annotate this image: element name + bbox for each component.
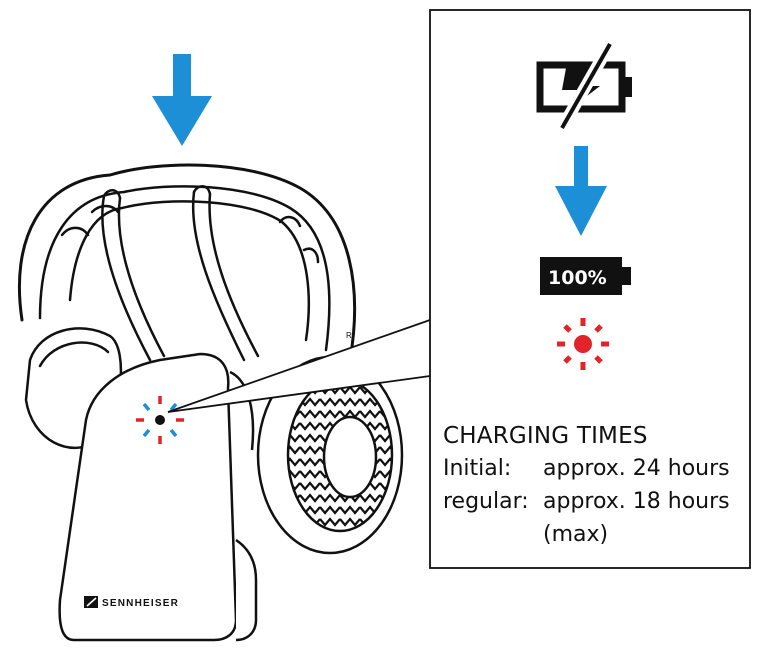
battery-full-icon: 100% bbox=[540, 257, 631, 295]
battery-charging-icon bbox=[536, 41, 632, 131]
row-regular-label: regular: bbox=[443, 489, 529, 514]
headphones: R bbox=[17, 163, 404, 555]
row-initial-label: Initial: bbox=[443, 456, 511, 481]
side-mark: R bbox=[346, 331, 352, 340]
row-initial-value: approx. 24 hours bbox=[543, 456, 730, 481]
charging-base: SENNHEISER bbox=[58, 352, 258, 642]
row-max-note: (max) bbox=[543, 522, 608, 547]
battery-percent: 100% bbox=[548, 267, 607, 289]
down-arrow-icon bbox=[152, 54, 212, 146]
callout-pointer bbox=[167, 319, 431, 413]
brand-name: SENNHEISER bbox=[102, 598, 179, 609]
led-blinking-icon bbox=[557, 318, 609, 370]
callout-panel: 100% CHARGING TIMES Initial: approx. 24 … bbox=[429, 9, 751, 569]
row-regular-value: approx. 18 hours bbox=[543, 489, 730, 514]
brand-logo: SENNHEISER bbox=[84, 596, 179, 609]
charging-times-heading: CHARGING TIMES bbox=[443, 423, 648, 449]
down-arrow-icon bbox=[555, 146, 607, 236]
base-led-icon bbox=[136, 396, 184, 444]
